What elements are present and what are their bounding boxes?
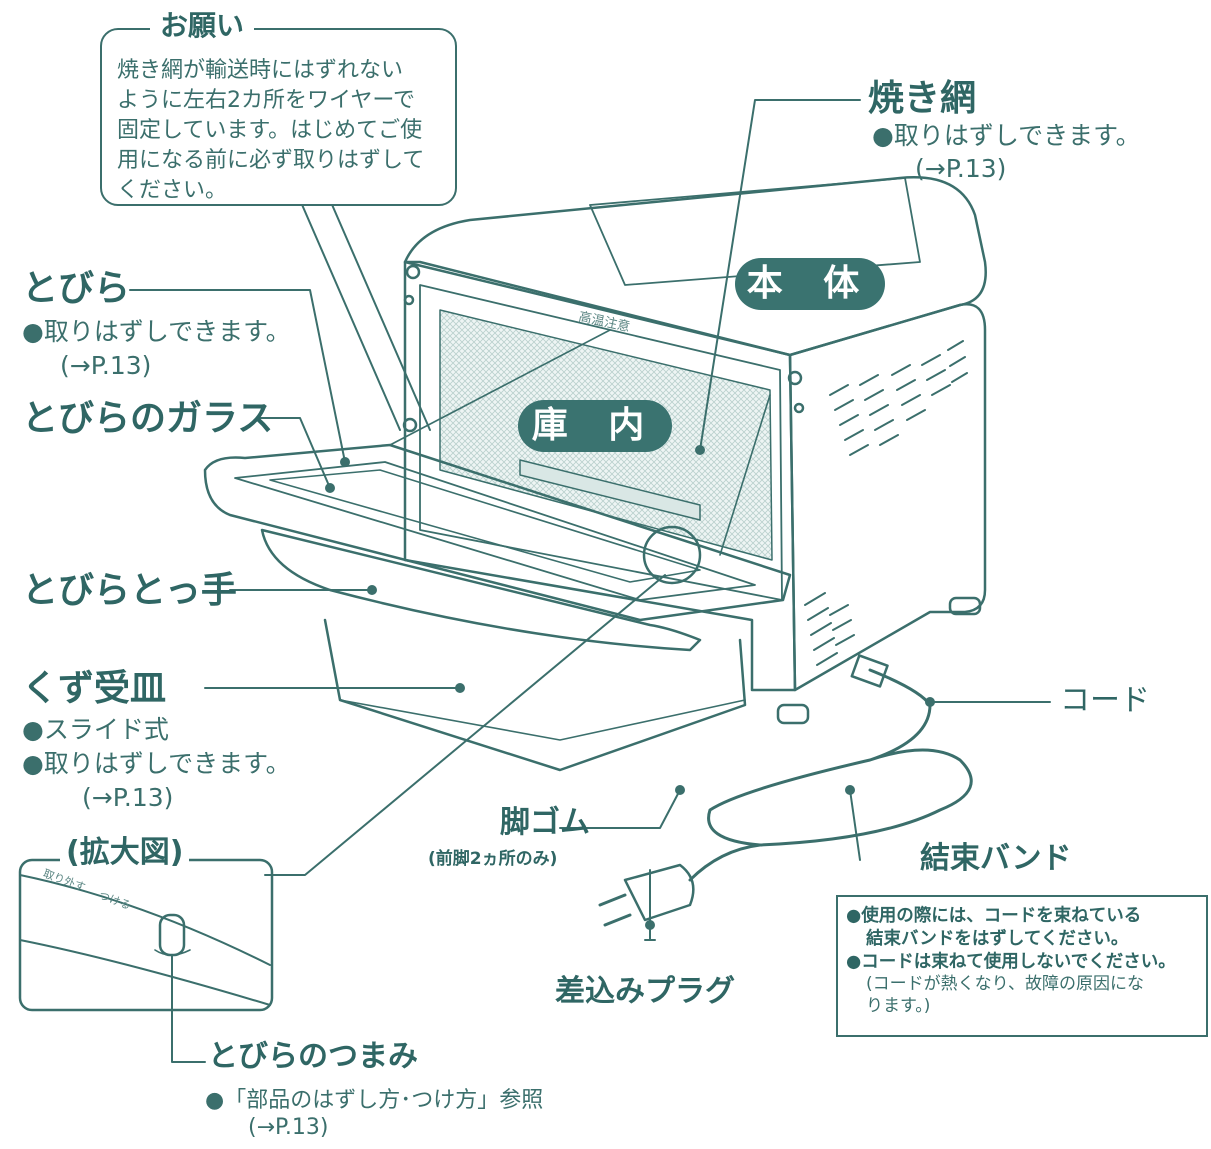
- interior-label: 庫 内: [518, 400, 672, 452]
- enlarged-label: (拡大図): [60, 835, 190, 871]
- caution-line-4: (コードが熱くなり、故障の原因にな: [866, 974, 1144, 995]
- request-line-4: 用になる前に必ず取りはずして: [117, 148, 425, 173]
- crumb-tray-note-2: ●取りはずしできます。: [22, 749, 291, 778]
- caution-line-3: ●コードは束ねて使用しないでください。: [846, 951, 1176, 972]
- door-handle: [260, 528, 702, 652]
- plug-label: 差込みプラグ: [555, 974, 735, 1009]
- grill-net-label: 焼き網: [868, 78, 977, 119]
- door-knob-label: とびらのつまみ: [208, 1039, 418, 1074]
- plug: [623, 863, 695, 922]
- door-knob-note: ●「部品のはずし方･つけ方」参照: [205, 1088, 544, 1113]
- request-line-1: 焼き網が輸送時にはずれない: [117, 58, 404, 83]
- cord-label: コード: [1060, 683, 1150, 718]
- door: [203, 443, 792, 622]
- body-label: 本 体: [735, 258, 885, 310]
- rubber-feet-note: (前脚2ヵ所のみ): [428, 849, 558, 869]
- grill-net-note: ●取りはずしできます。: [872, 121, 1141, 150]
- door-label: とびら: [22, 268, 131, 309]
- caution-line-2: 結束バンドをはずしてください。: [866, 928, 1129, 949]
- request-line-5: ください。: [117, 178, 228, 203]
- door-glass-label: とびらのガラス: [22, 398, 274, 439]
- rubber-feet-label: 脚ゴム: [500, 805, 590, 840]
- door-note: ●取りはずしできます。: [22, 317, 291, 346]
- body-side: [788, 303, 987, 692]
- crumb-tray-label: くず受皿: [22, 668, 167, 709]
- caution-line-1: ●使用の際には、コードを束ねている: [846, 906, 1142, 926]
- crumb-tray: [323, 618, 747, 772]
- crumb-tray-note-1: ●スライド式: [22, 715, 169, 744]
- request-line-2: ように左右2カ所をワイヤーで: [117, 88, 416, 113]
- door-knob-ref: (→P.13): [248, 1115, 329, 1140]
- grill-net-ref: (→P.13): [915, 154, 1007, 183]
- request-box: [100, 28, 457, 206]
- caution-box: ●使用の際には、コードを束ねている 結束バンドをはずしてください。 ●コードは束…: [836, 895, 1208, 1037]
- crumb-tray-ref: (→P.13): [82, 783, 174, 812]
- request-line-3: 固定しています。はじめてご使: [117, 118, 423, 143]
- door-ref: (→P.13): [60, 351, 152, 380]
- binding-band-label: 結束バンド: [920, 841, 1072, 876]
- request-title: お願い: [150, 9, 255, 43]
- caution-line-5: ります。): [866, 996, 931, 1017]
- body-top: [403, 176, 987, 357]
- door-handle-label: とびらとっ手: [22, 570, 237, 611]
- cord: [707, 668, 973, 847]
